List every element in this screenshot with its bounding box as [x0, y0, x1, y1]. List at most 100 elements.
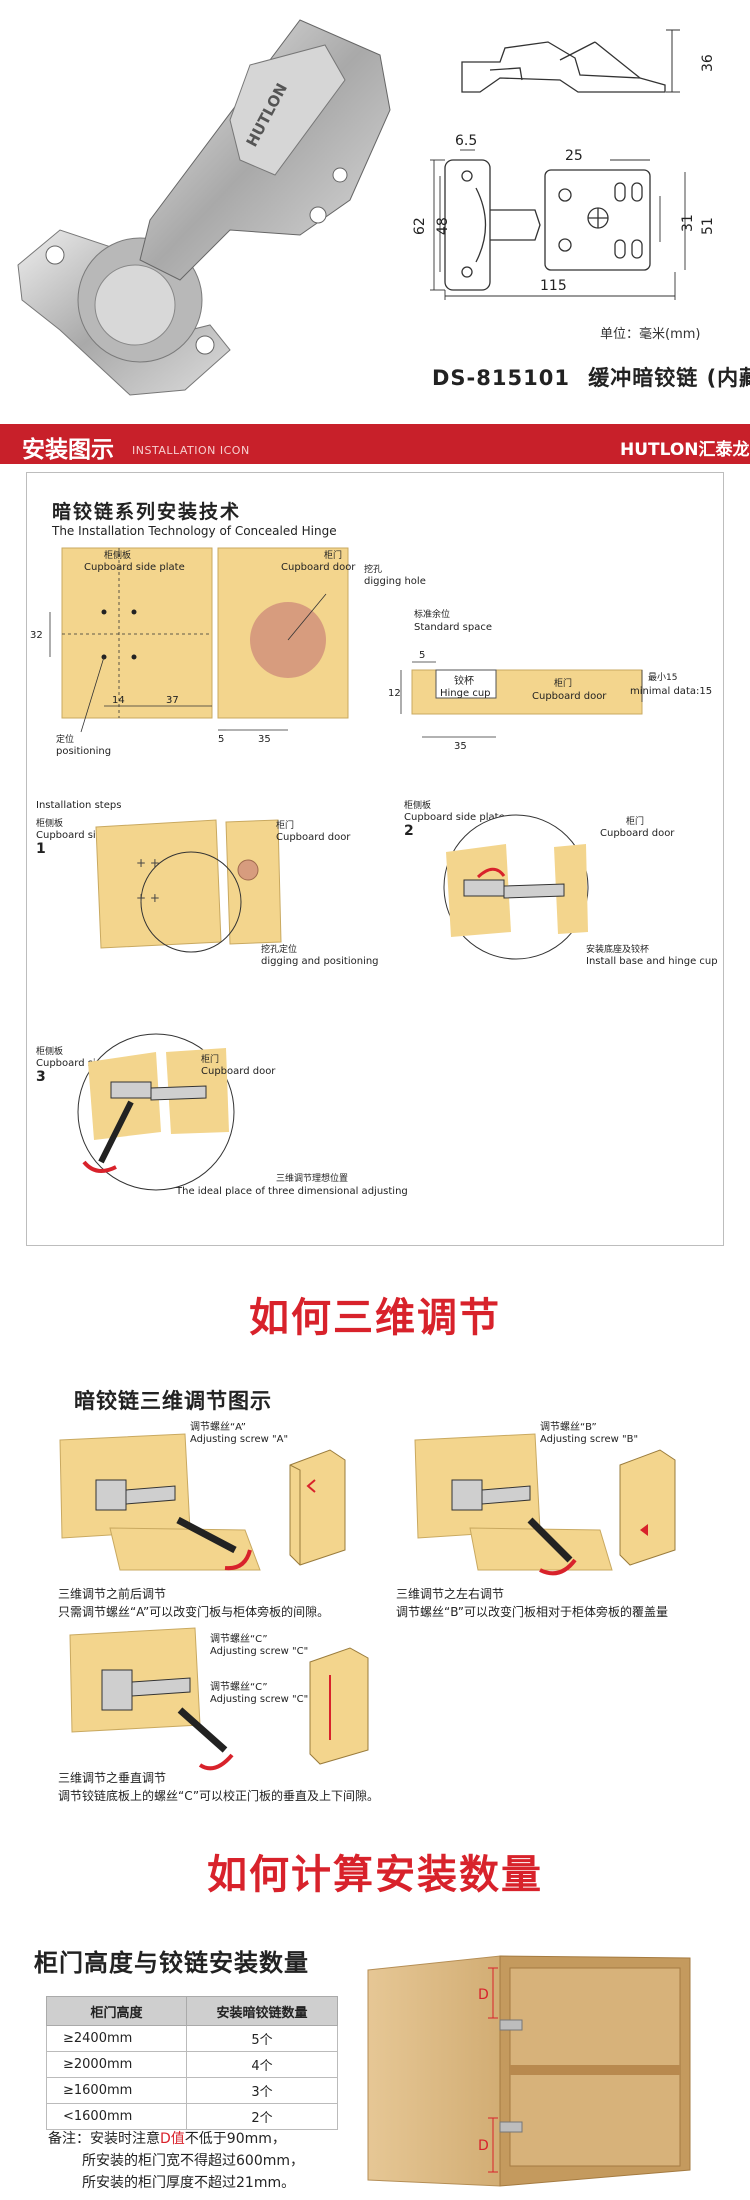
min-en: minimal data:15 — [630, 686, 712, 697]
dim-5: 5 — [218, 734, 224, 745]
dim-35: 35 — [258, 734, 271, 745]
step2-door-cn: 柜门 — [626, 815, 644, 827]
dig-pos-en: digging and positioning — [261, 956, 379, 967]
step2-side-en: Cupboard side plate — [404, 812, 505, 823]
dig-en: digging hole — [364, 576, 426, 587]
min-cn: 最小15 — [648, 672, 677, 683]
quantity-heading: 如何计算安装数量 — [207, 1852, 543, 1898]
adj-a-red-arrow — [224, 1549, 252, 1571]
row-height: ≥1600mm — [45, 2077, 188, 2104]
note-b: 不低于90mm， — [184, 2131, 286, 2147]
step3-number: 3 — [36, 1069, 46, 1085]
cabinet-illustration: D D — [367, 1955, 691, 2187]
note-a: 备注：安装时注意 — [48, 2131, 160, 2147]
adj-cap2-title: 三维调节之左右调节 — [396, 1586, 504, 1601]
adj-a-cabinet — [289, 1449, 346, 1566]
positioning-en: positioning — [56, 746, 111, 757]
d-label-top: D — [478, 1987, 489, 2003]
cabinet-shelf — [510, 2065, 680, 2075]
step1-side-en: Cupboard side plate — [36, 830, 137, 841]
step1-hole — [237, 859, 259, 881]
hinge-top-drawing — [430, 149, 686, 300]
note-line-2: 所安装的柜门宽不得超过600mm， — [82, 2153, 304, 2169]
step1-door-cn: 柜门 — [276, 819, 294, 831]
step2-side-cn: 柜侧板 — [404, 799, 431, 811]
table-row: <1600mm 2个 — [45, 2103, 338, 2130]
step2-number: 2 — [404, 823, 414, 839]
step2-door-wood — [554, 844, 588, 934]
table-row: ≥2400mm 5个 — [45, 2025, 338, 2052]
adjust-section-title: 暗铰链三维调节图示 — [74, 1389, 272, 1413]
row-count: 5个 — [186, 2025, 338, 2052]
dig-cn: 挖孔 — [364, 563, 382, 575]
table-header-row: 柜门高度 安装暗铰链数量 — [45, 1996, 338, 2026]
cabinet-hinges — [499, 2019, 523, 2133]
row-count: 2个 — [186, 2103, 338, 2130]
cup-cn: 铰杯 — [454, 674, 474, 687]
d-label-bottom: D — [478, 2138, 489, 2154]
positioning-cn: 定位 — [56, 733, 74, 745]
note-line-1: 备注：安装时注意D值不低于90mm， — [48, 2128, 286, 2148]
step1-marks2: + + — [136, 891, 160, 905]
positioning-dots — [101, 609, 137, 660]
quantity-table: 柜门高度 安装暗铰链数量 ≥2400mm 5个 ≥2000mm 4个 ≥1600… — [45, 1996, 338, 2130]
model-name: 缓冲暗铰链 (内藏) — [588, 366, 750, 390]
step3-side-en: Cupboard side plate — [36, 1058, 137, 1069]
row-height: ≥2000mm — [45, 2051, 188, 2078]
adj-cap1-title: 三维调节之前后调节 — [58, 1586, 166, 1601]
dim-12: 12 — [388, 688, 401, 699]
dim-62: 62 — [412, 217, 428, 235]
table-row: ≥1600mm 3个 — [45, 2077, 338, 2104]
step1-number: 1 — [36, 841, 46, 857]
install-diagrams: 3 2 14 37 5 35 柜侧板 Cupboard side plate 柜门… — [30, 547, 718, 1197]
adj-b-hinge — [451, 1479, 531, 1511]
std-en: Standard space — [414, 622, 492, 633]
adjust-diagrams: 调节螺丝“A” Adjusting screw "A" 三维调节之前后调节 只需… — [58, 1421, 676, 1803]
section-band — [0, 424, 750, 464]
note-d: D值 — [160, 2131, 185, 2147]
install-title: 暗铰链系列安装技术 — [52, 501, 242, 523]
dim-51: 51 — [700, 217, 716, 235]
adj-c-cabinet — [309, 1647, 369, 1765]
adj-b-cabinet — [619, 1449, 676, 1566]
hinge-photo: HUTLON — [17, 19, 391, 396]
adj-c-screwdriver — [177, 1707, 228, 1753]
ideal-en: The ideal place of three dimensional adj… — [175, 1186, 408, 1197]
row-count: 3个 — [186, 2077, 338, 2104]
dim-25: 25 — [565, 148, 583, 164]
door2-cn: 柜门 — [554, 677, 572, 689]
adj-c1-en: Adjusting screw "C" — [210, 1646, 308, 1657]
install-subtitle: The Installation Technology of Concealed… — [52, 524, 337, 538]
band-brand: HUTLON汇泰龙 — [620, 440, 750, 460]
dim-36: 36 — [700, 54, 716, 72]
adj-b-cn: 调节螺丝“B” — [540, 1421, 597, 1433]
dim-14: 14 — [112, 695, 125, 706]
step1-side-cn: 柜侧板 — [36, 817, 63, 829]
step3-door-cn: 柜门 — [201, 1053, 219, 1065]
dim-115: 115 — [540, 278, 567, 294]
step1-door-wood — [225, 819, 282, 945]
col-hinge-count: 安装暗铰链数量 — [186, 1996, 338, 2026]
row-count: 4个 — [186, 2051, 338, 2078]
adj-c2-cn: 调节螺丝“C” — [210, 1681, 268, 1693]
adj-a-cn: 调节螺丝“A” — [190, 1421, 246, 1433]
dim-6-5: 6.5 — [455, 133, 477, 149]
adj-c1-cn: 调节螺丝“C” — [210, 1633, 268, 1645]
cup-en: Hinge cup — [440, 688, 491, 699]
adj-b-en: Adjusting screw "B" — [540, 1434, 638, 1445]
dim-37: 37 — [166, 695, 179, 706]
side-plate-block — [61, 547, 213, 719]
adj-a-shelf — [109, 1527, 261, 1571]
col-door-height: 柜门高度 — [45, 1996, 188, 2026]
side-plate-en: Cupboard side plate — [84, 562, 185, 573]
table-row: ≥2000mm 4个 — [45, 2051, 338, 2078]
row-height: ≥2400mm — [45, 2025, 188, 2052]
d-markers — [488, 1967, 498, 2173]
adj-b-shelf — [469, 1527, 613, 1571]
step2-red-arrow — [476, 867, 506, 879]
step2-door-en: Cupboard door — [600, 828, 675, 839]
dig-pos-cn: 挖孔定位 — [261, 943, 297, 955]
step1-side-wood — [95, 819, 222, 949]
adj-cap1-text: 只需调节螺丝“A”可以改变门板与柜体旁板的间隙。 — [58, 1604, 329, 1619]
adj-c2-en: Adjusting screw "C" — [210, 1694, 308, 1705]
